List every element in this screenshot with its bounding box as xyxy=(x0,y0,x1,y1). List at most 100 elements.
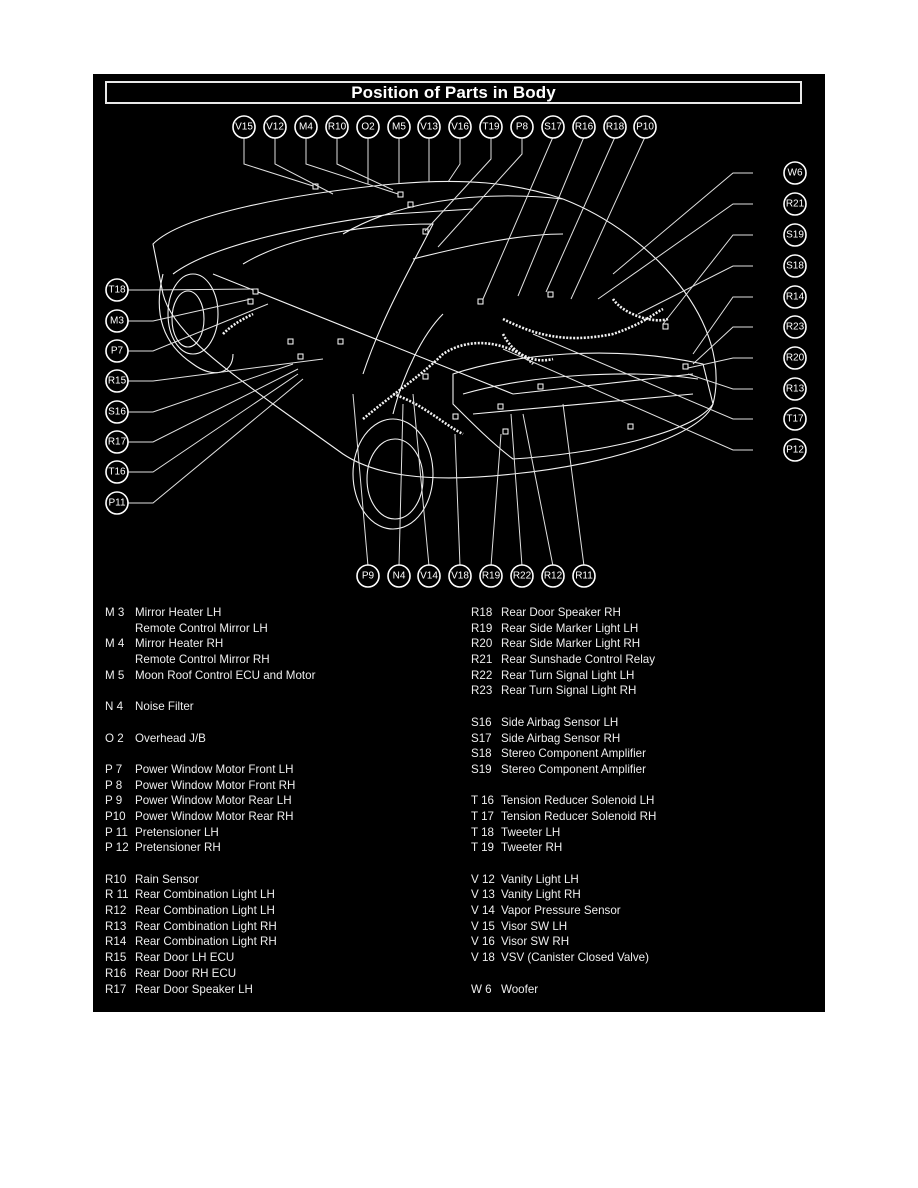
callout-s17: S17 xyxy=(541,115,565,139)
svg-text:M3: M3 xyxy=(110,316,124,327)
legend-gap xyxy=(105,715,315,731)
svg-text:N4: N4 xyxy=(393,571,406,582)
svg-text:R15: R15 xyxy=(108,376,127,387)
legend-gap xyxy=(105,856,315,872)
callout-p12: P12 xyxy=(783,438,807,462)
title-box: Position of Parts in Body xyxy=(105,81,802,104)
callouts-top: V15 V12 M4 R10 O2 M5 V13 V16 T19 P8 S17 … xyxy=(232,115,657,139)
callouts-right: W6 R21 S19 S18 R14 R23 R20 R13 T17 P12 xyxy=(783,161,807,462)
callout-v16: V16 xyxy=(448,115,472,139)
car-body-diagram: V15 V12 M4 R10 O2 M5 V13 V16 T19 P8 S17 … xyxy=(105,115,807,588)
svg-text:T16: T16 xyxy=(108,467,126,478)
svg-text:V15: V15 xyxy=(235,122,253,133)
callout-p10: P10 xyxy=(633,115,657,139)
svg-text:P9: P9 xyxy=(362,571,375,582)
callout-s18: S18 xyxy=(783,254,807,278)
callout-r14: R14 xyxy=(783,285,807,309)
diagram-panel: Position of Parts in Body xyxy=(93,74,825,1012)
svg-text:R10: R10 xyxy=(328,122,347,133)
callout-r20: R20 xyxy=(783,346,807,370)
legend-gap xyxy=(471,966,656,982)
callout-o2: O2 xyxy=(356,115,380,139)
callout-s16: S16 xyxy=(105,400,129,424)
svg-text:R21: R21 xyxy=(786,199,805,210)
legend-gap xyxy=(471,699,656,715)
callout-p9: P9 xyxy=(356,564,380,588)
connectors xyxy=(247,183,689,435)
callout-r18: R18 xyxy=(603,115,627,139)
callout-t17: T17 xyxy=(783,407,807,431)
callout-t16: T16 xyxy=(105,460,129,484)
svg-text:R17: R17 xyxy=(108,437,127,448)
svg-text:R16: R16 xyxy=(575,122,594,133)
svg-text:V16: V16 xyxy=(451,122,469,133)
svg-text:P8: P8 xyxy=(516,122,529,133)
svg-text:R12: R12 xyxy=(544,571,563,582)
callout-m3: M3 xyxy=(105,309,129,333)
legend-gap xyxy=(471,778,656,794)
callout-v12: V12 xyxy=(263,115,287,139)
callout-r17: R17 xyxy=(105,430,129,454)
svg-text:R22: R22 xyxy=(513,571,532,582)
callout-r22: R22 xyxy=(510,564,534,588)
svg-text:P7: P7 xyxy=(111,346,124,357)
svg-text:M4: M4 xyxy=(299,122,313,133)
svg-text:P11: P11 xyxy=(108,498,125,509)
callout-n4: N4 xyxy=(387,564,411,588)
svg-text:T18: T18 xyxy=(108,285,126,296)
svg-text:O2: O2 xyxy=(361,122,375,133)
callout-m5: M5 xyxy=(387,115,411,139)
callout-m4: M4 xyxy=(294,115,318,139)
svg-text:R14: R14 xyxy=(786,292,805,303)
callout-s19: S19 xyxy=(783,223,807,247)
callouts-left: T18 M3 P7 R15 S16 R17 T16 P11 xyxy=(105,278,129,515)
callout-p7: P7 xyxy=(105,339,129,363)
callout-r15: R15 xyxy=(105,369,129,393)
callout-r12: R12 xyxy=(541,564,565,588)
svg-text:R23: R23 xyxy=(786,322,805,333)
svg-text:S17: S17 xyxy=(544,122,562,133)
leader-lines xyxy=(123,136,753,567)
callouts-bottom: P9 N4 V14 V18 R19 R22 R12 R11 xyxy=(356,564,596,588)
svg-text:R13: R13 xyxy=(786,384,805,395)
svg-text:M5: M5 xyxy=(392,122,406,133)
callout-v15: V15 xyxy=(232,115,256,139)
callout-r13: R13 xyxy=(783,377,807,401)
callout-r16: R16 xyxy=(572,115,596,139)
svg-text:R20: R20 xyxy=(786,353,805,364)
page-title: Position of Parts in Body xyxy=(351,82,556,102)
callout-r11: R11 xyxy=(572,564,596,588)
callout-r10: R10 xyxy=(325,115,349,139)
car-outline xyxy=(152,180,717,530)
callout-r19: R19 xyxy=(479,564,503,588)
legend-gap xyxy=(471,856,656,872)
callout-v14: V14 xyxy=(417,564,441,588)
svg-text:S16: S16 xyxy=(108,407,126,418)
callout-w6: W6 xyxy=(783,161,807,185)
